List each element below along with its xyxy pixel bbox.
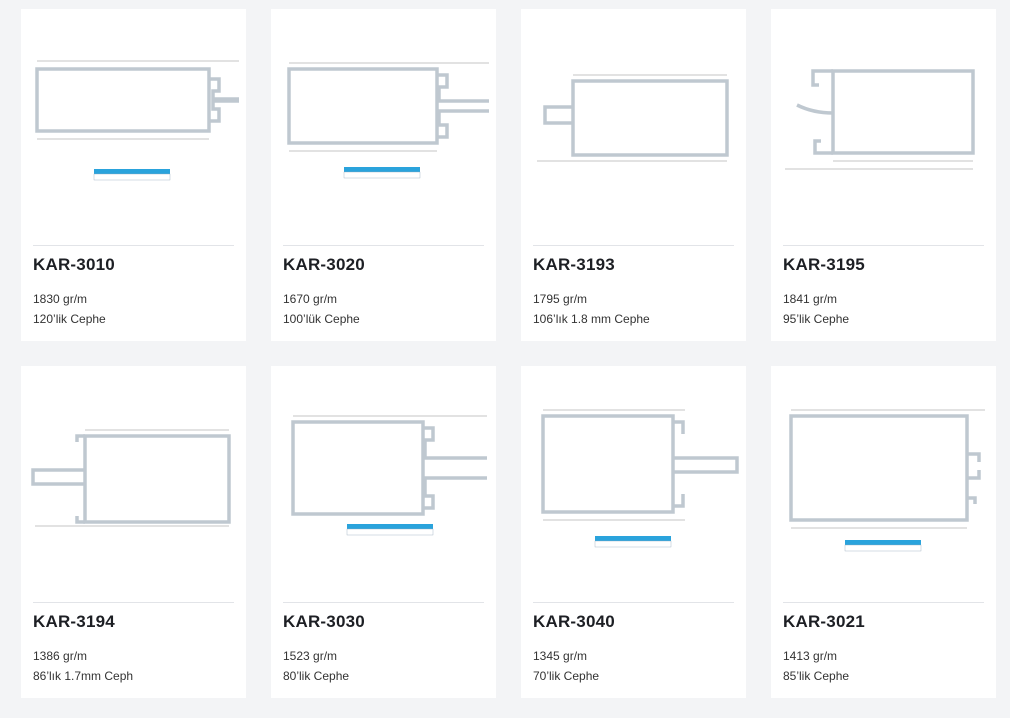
product-description: 120’lik Cephe: [33, 312, 106, 326]
product-card-kar-3020[interactable]: KAR-3020 1670 gr/m 100’lük Cephe: [271, 9, 496, 341]
product-code[interactable]: KAR-3193: [533, 255, 615, 274]
product-card-kar-3021[interactable]: KAR-3021 1413 gr/m 85’lik Cephe: [771, 366, 996, 698]
product-description: 106’lık 1.8 mm Cephe: [533, 312, 650, 326]
profile-drawing: [271, 366, 496, 591]
product-weight: 1830 gr/m: [33, 292, 88, 306]
product-description: 86’lık 1.7mm Ceph: [33, 669, 134, 683]
card-divider: [33, 245, 234, 246]
product-code[interactable]: KAR-3194: [33, 612, 115, 631]
product-code[interactable]: KAR-3021: [783, 612, 865, 631]
product-card-kar-3194[interactable]: KAR-3194 1386 gr/m 86’lık 1.7mm Ceph: [21, 366, 246, 698]
product-description: 85’lik Cephe: [783, 669, 850, 683]
product-description: 70’lik Cephe: [533, 669, 600, 683]
card-divider: [533, 245, 734, 246]
product-card-kar-3195[interactable]: KAR-3195 1841 gr/m 95’lik Cephe: [771, 9, 996, 341]
product-card-kar-3193[interactable]: KAR-3193 1795 gr/m 106’lık 1.8 mm Cephe: [521, 9, 746, 341]
product-description: 80’lik Cephe: [283, 669, 350, 683]
product-description: 100’lük Cephe: [283, 312, 360, 326]
profile-drawing: [21, 366, 246, 591]
product-card-kar-3040[interactable]: KAR-3040 1345 gr/m 70’lik Cephe: [521, 366, 746, 698]
profile-drawing: [271, 9, 496, 234]
product-weight: 1345 gr/m: [533, 649, 588, 663]
product-code[interactable]: KAR-3010: [33, 255, 115, 274]
card-divider: [533, 602, 734, 603]
product-code[interactable]: KAR-3040: [533, 612, 615, 631]
card-divider: [783, 245, 984, 246]
product-code[interactable]: KAR-3020: [283, 255, 365, 274]
card-divider: [283, 602, 484, 603]
profile-drawing: [521, 366, 746, 591]
card-divider: [33, 602, 234, 603]
product-weight: 1523 gr/m: [283, 649, 338, 663]
product-weight: 1413 gr/m: [783, 649, 838, 663]
profile-drawing: [771, 9, 996, 234]
profile-drawing: [771, 366, 996, 591]
profile-drawing: [21, 9, 246, 234]
product-code[interactable]: KAR-3030: [283, 612, 365, 631]
product-code[interactable]: KAR-3195: [783, 255, 865, 274]
product-weight: 1795 gr/m: [533, 292, 588, 306]
product-weight: 1841 gr/m: [783, 292, 838, 306]
card-divider: [783, 602, 984, 603]
product-description: 95’lik Cephe: [783, 312, 850, 326]
product-card-kar-3010[interactable]: KAR-3010 1830 gr/m 120’lik Cephe: [21, 9, 246, 341]
product-card-kar-3030[interactable]: KAR-3030 1523 gr/m 80’lik Cephe: [271, 366, 496, 698]
product-weight: 1386 gr/m: [33, 649, 88, 663]
product-weight: 1670 gr/m: [283, 292, 338, 306]
card-divider: [283, 245, 484, 246]
profile-drawing: [521, 9, 746, 234]
